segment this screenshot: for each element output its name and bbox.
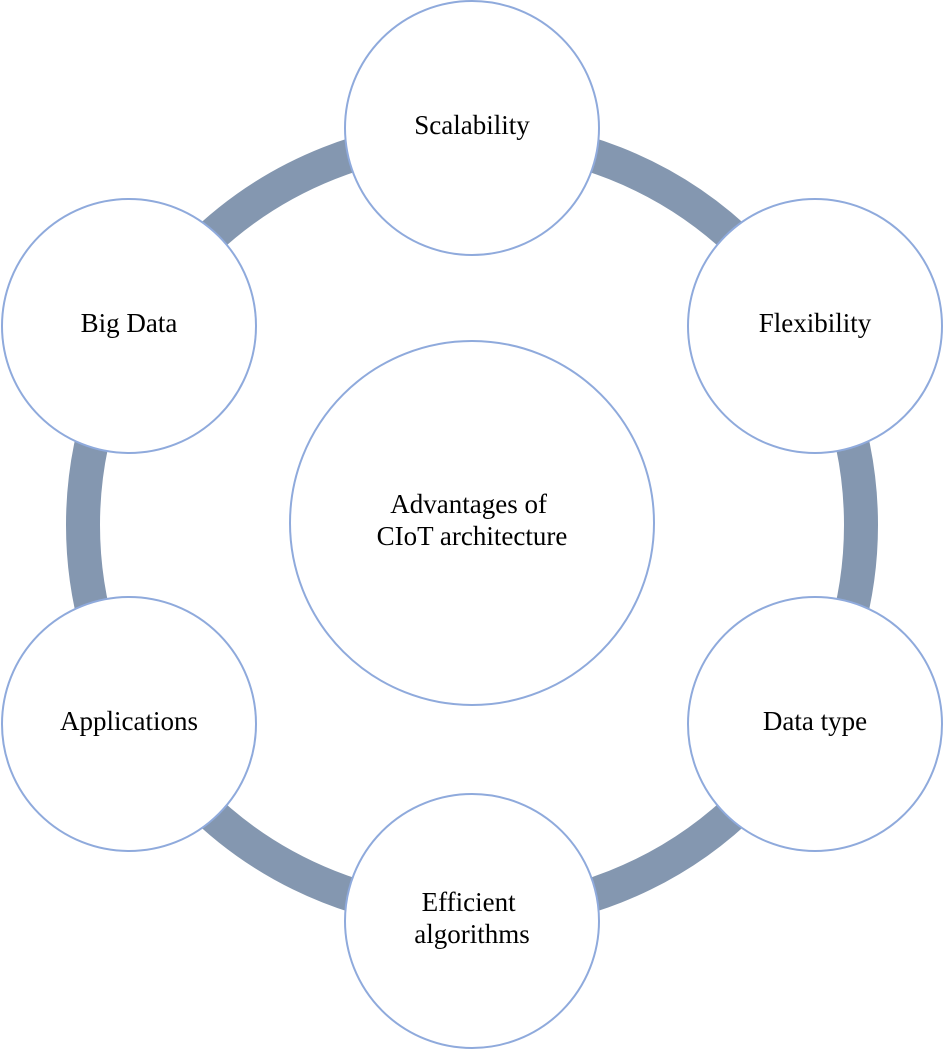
center-label-line-2: CIoT architecture (377, 521, 568, 551)
center-label-line-1: Advantages of (390, 489, 547, 519)
node-data-type-label: Data type (763, 706, 867, 736)
node-efficient-algorithms-line-2: algorithms (414, 919, 530, 949)
node-applications: Applications (1, 596, 257, 852)
node-scalability: Scalability (344, 0, 600, 256)
node-efficient-algorithms-line-1: Efficient (422, 887, 516, 917)
node-efficient-algorithms-label: Efficient algorithms (414, 887, 530, 949)
node-big-data: Big Data (1, 198, 257, 454)
node-flexibility: Flexibility (687, 198, 943, 454)
center-node: Advantages of CIoT architecture (289, 340, 655, 706)
node-applications-circle (1, 596, 257, 852)
node-efficient-algorithms-circle (344, 793, 600, 1049)
node-flexibility-label: Flexibility (759, 308, 872, 338)
node-scalability-label: Scalability (414, 110, 530, 140)
node-flexibility-circle (687, 198, 943, 454)
node-scalability-circle (344, 0, 600, 256)
node-data-type-circle (687, 596, 943, 852)
node-applications-label: Applications (60, 706, 198, 736)
center-label: Advantages of CIoT architecture (377, 489, 568, 551)
center-circle (289, 340, 655, 706)
node-big-data-circle (1, 198, 257, 454)
node-big-data-label: Big Data (81, 308, 178, 338)
node-data-type: Data type (687, 596, 943, 852)
node-efficient-algorithms: Efficient algorithms (344, 793, 600, 1049)
